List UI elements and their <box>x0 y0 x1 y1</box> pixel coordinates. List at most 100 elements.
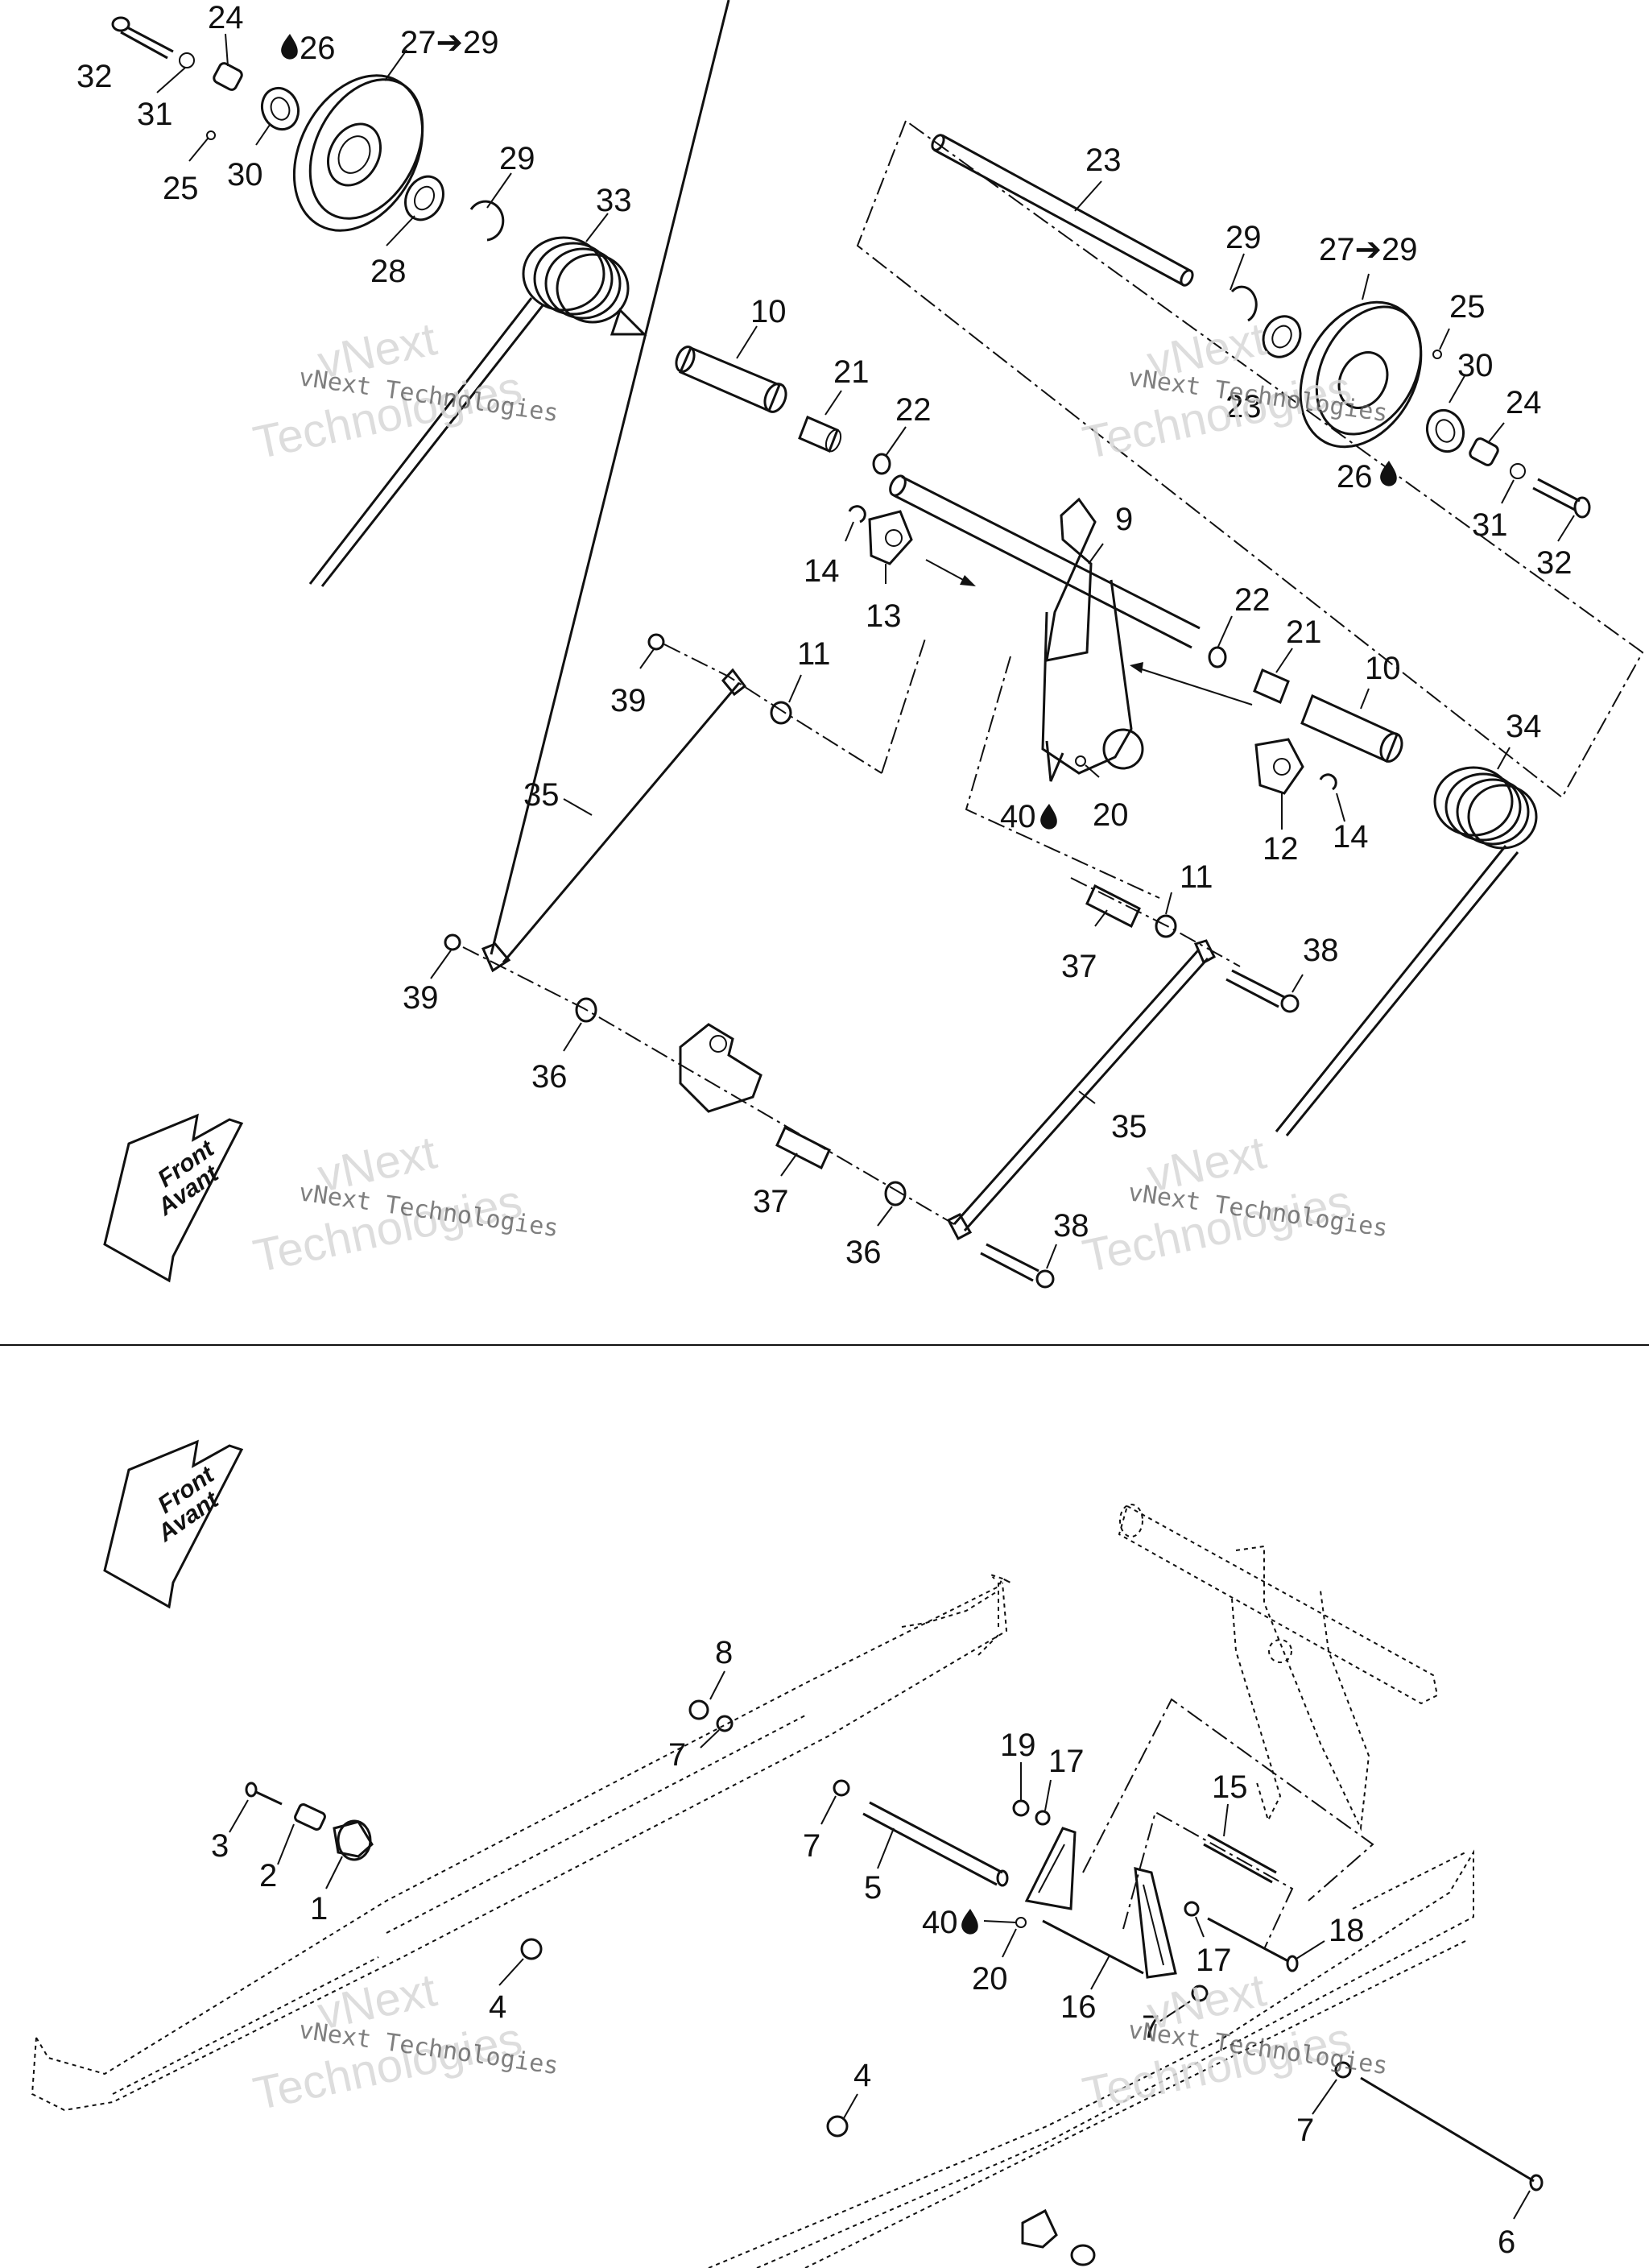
nut-11-upper <box>770 701 792 725</box>
spacer-30-left <box>260 86 300 131</box>
callout-25: 25 <box>163 171 199 206</box>
callout-4-right: 4 <box>853 2058 871 2093</box>
callout-22: 22 <box>895 392 932 428</box>
callout-1: 1 <box>310 1891 328 1927</box>
callout-8: 8 <box>715 1635 733 1670</box>
washer-22-lower <box>1208 646 1227 668</box>
circlip-29-left <box>469 200 505 242</box>
callout-25-right: 25 <box>1449 289 1486 325</box>
watermark-mid-left: vNext Technologies vNext Technologies <box>249 1126 560 1282</box>
callout-10-right: 10 <box>1365 651 1401 686</box>
oil-drop-icon <box>1040 804 1057 830</box>
callout-14: 14 <box>804 553 840 589</box>
rail-left <box>31 1574 1011 2112</box>
callout-4: 4 <box>489 1989 506 2025</box>
callout-7: 7 <box>668 1737 686 1773</box>
callout-26-right: 26 <box>1337 459 1373 495</box>
callout-23: 23 <box>1085 143 1122 178</box>
rail-right <box>708 1849 1474 2268</box>
arrow-to-arm-lower <box>1139 668 1253 706</box>
center-line-37-11 <box>1070 877 1241 967</box>
bolt-18 <box>1207 1917 1299 1972</box>
shaft-16 <box>1042 1919 1144 1975</box>
callout-11-right: 11 <box>1180 859 1213 895</box>
front-arrow-icon: Front Avant <box>103 1113 244 1283</box>
washer-7-c <box>1191 1984 1209 2002</box>
oil-drop-icon <box>961 1909 978 1935</box>
callout-32: 32 <box>76 59 113 94</box>
callout-34: 34 <box>1506 709 1542 744</box>
callout-7-c: 7 <box>1142 2009 1159 2045</box>
callout-39: 39 <box>610 683 647 718</box>
watermark-bottom-left: vNext Technologies vNext Technologies <box>249 1964 560 2120</box>
bushing-10-lower <box>1300 693 1403 764</box>
block-13 <box>868 510 913 565</box>
center-line-39-36 <box>462 946 955 1225</box>
washer-31-left <box>179 52 195 68</box>
callout-35: 35 <box>523 777 560 813</box>
callout-36-lower: 36 <box>845 1235 882 1270</box>
bushing-24-left <box>213 62 243 91</box>
callout-32-right: 32 <box>1536 545 1573 581</box>
callout-20: 20 <box>1093 797 1129 833</box>
callout-12: 12 <box>1263 831 1299 867</box>
callout-18: 18 <box>1329 1913 1365 1948</box>
lower-leaders <box>229 1670 1531 2220</box>
oil-leader <box>983 1920 1017 1923</box>
bushing-lower-right <box>1021 2208 1096 2266</box>
callout-35-lower: 35 <box>1111 1109 1147 1144</box>
callout-31-right: 31 <box>1472 507 1508 543</box>
callout-29-right: 29 <box>1225 220 1262 255</box>
callout-26: 26 <box>300 31 336 66</box>
callout-11: 11 <box>797 636 831 672</box>
callout-37-lower: 37 <box>753 1184 789 1219</box>
link-35-right <box>946 939 1216 1241</box>
callout-23-right: 23 <box>1225 389 1262 424</box>
callout-38-lower: 38 <box>1053 1208 1089 1244</box>
link-frame <box>881 635 927 774</box>
bolt-3 <box>245 1782 283 1806</box>
bearing-28 <box>404 175 444 221</box>
washer-7-d <box>1334 2061 1352 2079</box>
bushing-24-right <box>1469 437 1499 466</box>
arrow-head <box>960 575 976 586</box>
pivot-arm-frame <box>965 656 1160 899</box>
watermark-top-left: vNext Technologies vNext Technologies <box>249 312 560 469</box>
nut-11-lower <box>1155 914 1177 938</box>
callout-27-29: 27➔29 <box>400 25 499 60</box>
spacer-37-lower <box>775 1125 831 1170</box>
callout-9: 9 <box>1115 502 1133 537</box>
callout-31: 31 <box>137 97 173 132</box>
callout-16: 16 <box>1060 1989 1097 2025</box>
lower-frame-2 <box>1122 1811 1294 1950</box>
oil-drop-icon <box>1380 461 1397 486</box>
bracket-right-16 <box>1134 1867 1177 1979</box>
spacer-30-right <box>1425 408 1465 453</box>
idler-wheel-27-right <box>1299 300 1423 449</box>
lower-frame <box>1082 1698 1374 1902</box>
washer-7-b <box>833 1779 850 1797</box>
oil-drop-icon <box>281 34 298 60</box>
callout-33: 33 <box>596 183 632 218</box>
link-35-left <box>481 0 747 973</box>
bolt-38-upper <box>1225 969 1300 1013</box>
rear-arm-dotted <box>1118 1504 1439 1831</box>
washer-31-right <box>1510 463 1526 479</box>
center-line-39-11 <box>663 644 882 774</box>
bracket-left-16 <box>1024 1827 1077 1910</box>
bushing-21-lower <box>1253 668 1290 705</box>
grease-fitting-20 <box>1015 1917 1027 1928</box>
callout-22-right: 22 <box>1234 582 1271 618</box>
callout-13: 13 <box>866 598 902 634</box>
bolt-38-lower <box>980 1243 1055 1289</box>
callout-14-right: 14 <box>1333 819 1369 855</box>
nut-4-left <box>520 1938 543 1960</box>
washer-17-upper <box>1035 1810 1051 1826</box>
circlip-29-right <box>1230 285 1258 322</box>
callout-7-d: 7 <box>1296 2113 1314 2148</box>
nut-8 <box>688 1699 709 1720</box>
callout-21-right: 21 <box>1286 615 1322 650</box>
grease-fitting-20-upper <box>1075 755 1086 767</box>
callout-20-lower: 20 <box>972 1961 1008 1997</box>
spacer-2 <box>294 1802 326 1831</box>
